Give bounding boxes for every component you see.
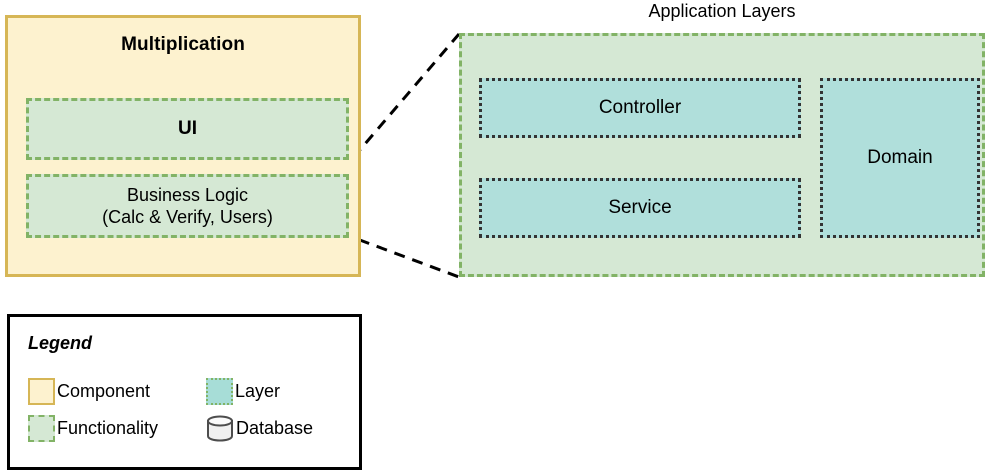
layer-domain[interactable]: Domain	[820, 78, 980, 238]
legend-item-functionality: Functionality	[28, 415, 206, 442]
functionality-business-logic-label: Business Logic (Calc & Verify, Users)	[102, 184, 273, 228]
legend-item-layer: Layer	[206, 378, 346, 405]
functionality-business-logic[interactable]: Business Logic (Calc & Verify, Users)	[26, 174, 349, 238]
layer-domain-label: Domain	[867, 147, 933, 168]
legend-item-layer-label: Layer	[235, 381, 281, 401]
square-dotted-icon	[206, 378, 233, 405]
layer-controller[interactable]: Controller	[479, 78, 801, 138]
legend-item-database: Database	[206, 414, 346, 443]
functionality-ui[interactable]: UI	[26, 98, 349, 160]
square-dashed-icon	[28, 415, 55, 442]
functionality-ui-label: UI	[178, 118, 197, 139]
database-cylinder-icon	[206, 414, 234, 443]
legend-title: Legend	[28, 333, 93, 353]
legend-item-functionality-label: Functionality	[57, 418, 159, 438]
legend-item-database-label: Database	[236, 418, 314, 438]
component-title: Multiplication	[121, 34, 245, 55]
application-layers-title: Application Layers	[648, 1, 796, 21]
legend-panel: Legend Component Layer Functionality	[7, 314, 362, 470]
square-outline-icon	[28, 378, 55, 405]
legend-item-component-label: Component	[57, 381, 151, 401]
layer-controller-label: Controller	[598, 97, 682, 118]
application-layers-group[interactable]: Controller Service Domain	[459, 33, 985, 277]
legend-items: Component Layer Functionality Database	[28, 373, 346, 447]
legend-item-component: Component	[28, 378, 206, 405]
layer-service-label: Service	[608, 197, 672, 218]
component-multiplication[interactable]: Multiplication UI Business Logic (Calc &…	[5, 15, 361, 277]
layer-service[interactable]: Service	[479, 178, 801, 238]
